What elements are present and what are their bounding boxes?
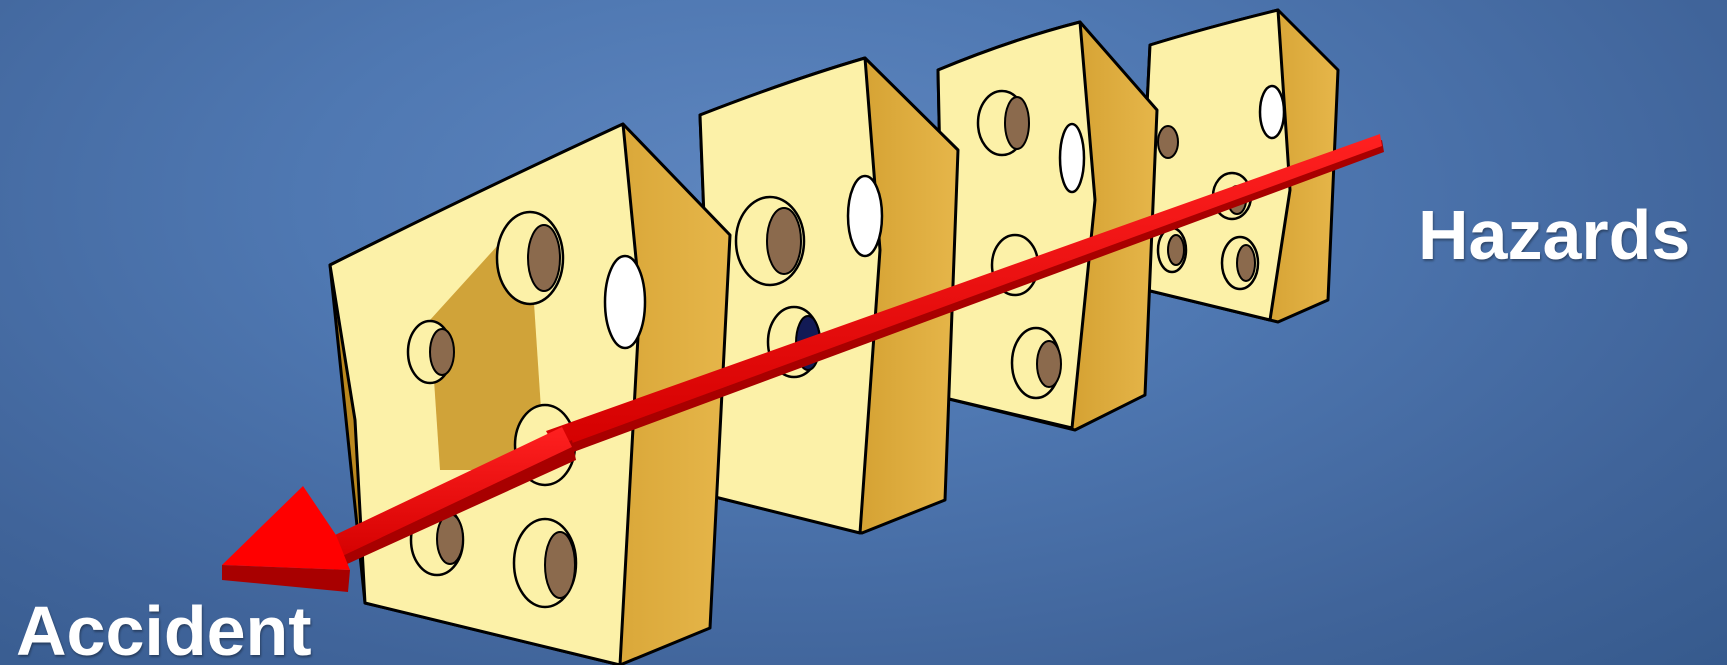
accident-label: Accident (16, 596, 312, 666)
hazards-label: Hazards (1418, 200, 1690, 270)
cheese-slice-2 (700, 58, 958, 533)
